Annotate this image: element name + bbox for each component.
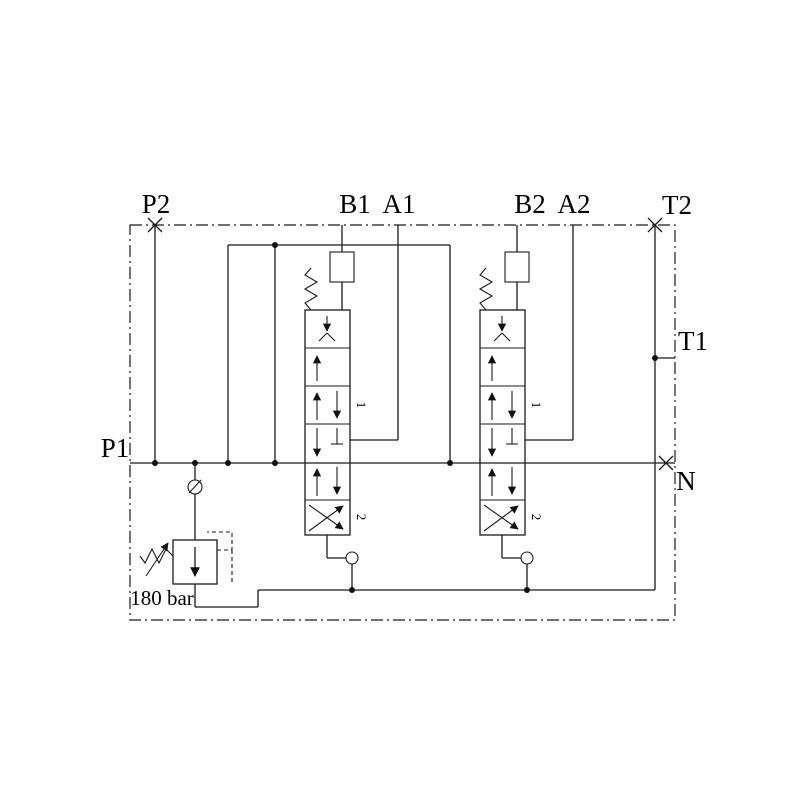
plugged-port-icon-n	[658, 455, 674, 471]
drain-port-icon	[345, 551, 359, 565]
enclosure-boundary	[129, 224, 676, 621]
spring-icon	[139, 542, 174, 577]
port-label-b1: B1	[339, 189, 371, 219]
valve-body	[304, 309, 351, 536]
pressure-line	[130, 225, 675, 466]
spool-valve-1: B1 A1	[272, 189, 416, 593]
feed-drop-line	[447, 245, 453, 466]
valve-body	[479, 309, 526, 536]
tank-line	[195, 225, 675, 608]
check-valve-icon	[187, 479, 203, 495]
port-label-a1: A1	[383, 189, 416, 219]
relief-valve-icon	[139, 531, 233, 585]
spring-icon	[478, 267, 494, 311]
position-label-2: 2	[354, 514, 369, 521]
position-label-2: 2	[529, 514, 544, 521]
spool-valve-2: B2 A2	[447, 189, 591, 593]
drain-line	[501, 535, 534, 593]
work-port-lines	[341, 225, 399, 441]
pilot-box	[504, 251, 530, 310]
feed-drop-line	[272, 242, 278, 466]
port-label-a2: A2	[558, 189, 591, 219]
plugged-port-icon-t2	[647, 217, 663, 233]
port-label-p1: P1	[101, 433, 130, 463]
relief-setting-label: 180 bar	[130, 586, 194, 610]
pilot-box	[329, 251, 355, 310]
plugged-port-icon-p2	[147, 217, 163, 233]
port-label-n: N	[676, 466, 696, 496]
port-label-b2: B2	[514, 189, 546, 219]
port-label-t1: T1	[678, 326, 708, 356]
position-label-1: 1	[529, 402, 544, 409]
pilot-line	[207, 531, 233, 551]
work-port-lines	[516, 225, 574, 441]
port-label-t2: T2	[662, 190, 692, 220]
spring-icon	[303, 267, 319, 311]
port-label-p2: P2	[142, 189, 171, 219]
drain-line	[326, 535, 359, 593]
relief-valve-branch	[139, 463, 233, 607]
position-label-1: 1	[354, 402, 369, 409]
drain-port-icon	[520, 551, 534, 565]
